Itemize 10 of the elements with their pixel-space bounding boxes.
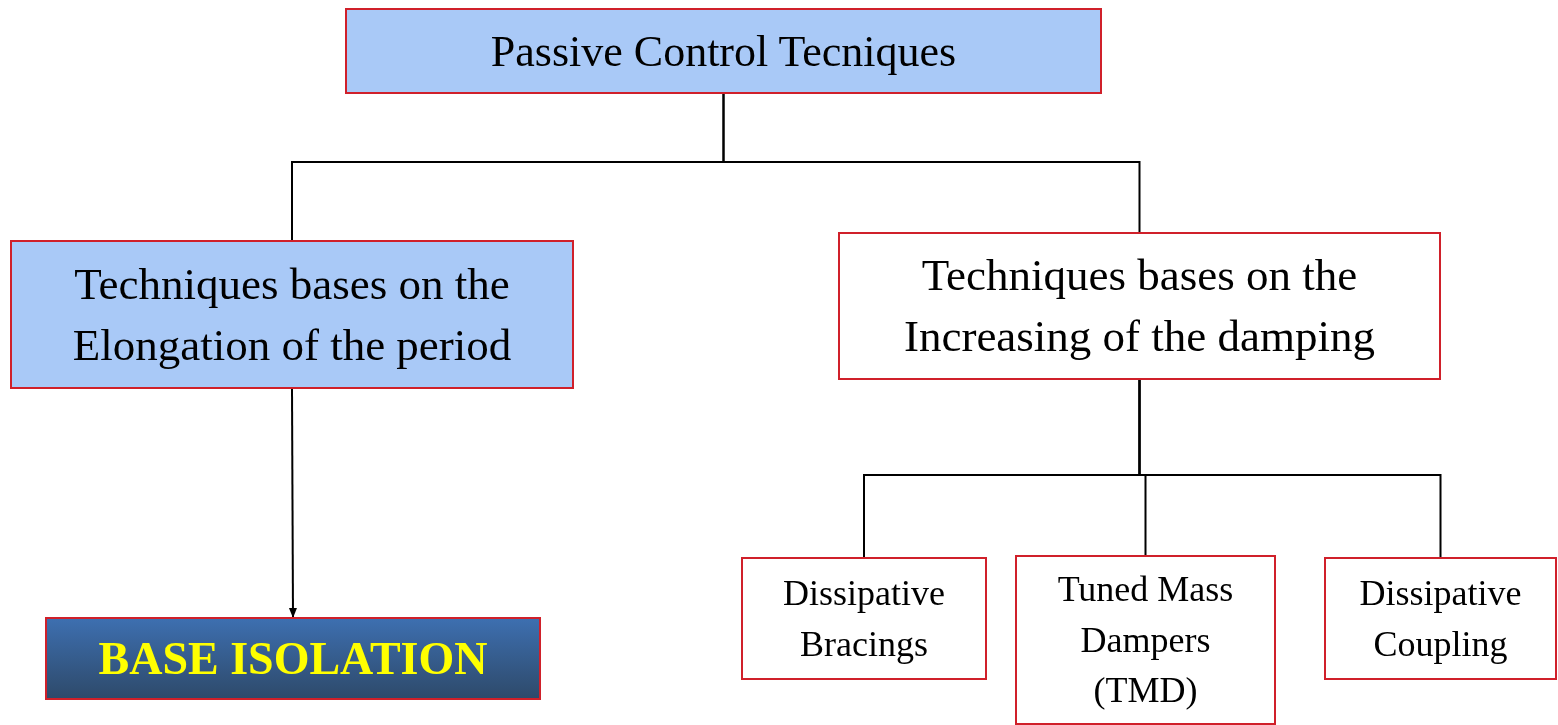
category-box: Techniques bases on the Increasing of the damping [838,232,1441,380]
technique-box: Dissipative Coupling [1324,557,1557,680]
result-box: BASE ISOLATION [45,617,541,700]
connector-line [1138,379,1442,558]
root-box: Passive Control Tecniques [345,8,1102,94]
arrow [288,388,297,618]
technique-box: Dissipative Bracings [741,557,987,680]
technique-box: Tuned Mass Dampers (TMD) [1015,555,1276,725]
connector-line [722,93,1141,233]
category-box: Techniques bases on the Elongation of the period [10,240,574,389]
